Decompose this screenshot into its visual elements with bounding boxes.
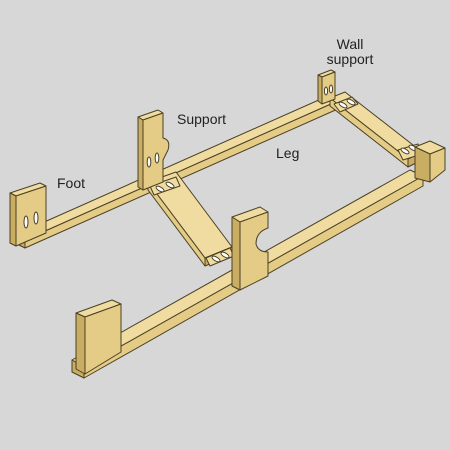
cross-joint-left	[149, 176, 181, 196]
cross-joint-top-right	[333, 96, 359, 113]
front-right-upright	[414, 140, 446, 183]
wall-support-label-line1: Wall	[336, 36, 364, 52]
wall-support-label-line2: support	[326, 51, 374, 67]
back-foot	[9, 182, 47, 247]
foot-label: Foot	[57, 175, 86, 191]
wall-support-upright	[317, 69, 336, 105]
back-support-upright	[137, 109, 170, 191]
support-label: Support	[177, 111, 227, 127]
front-support-upright	[231, 206, 269, 291]
leg-label: Leg	[276, 145, 300, 161]
wall-support-label: Wall support	[318, 37, 382, 67]
front-foot	[75, 299, 122, 375]
